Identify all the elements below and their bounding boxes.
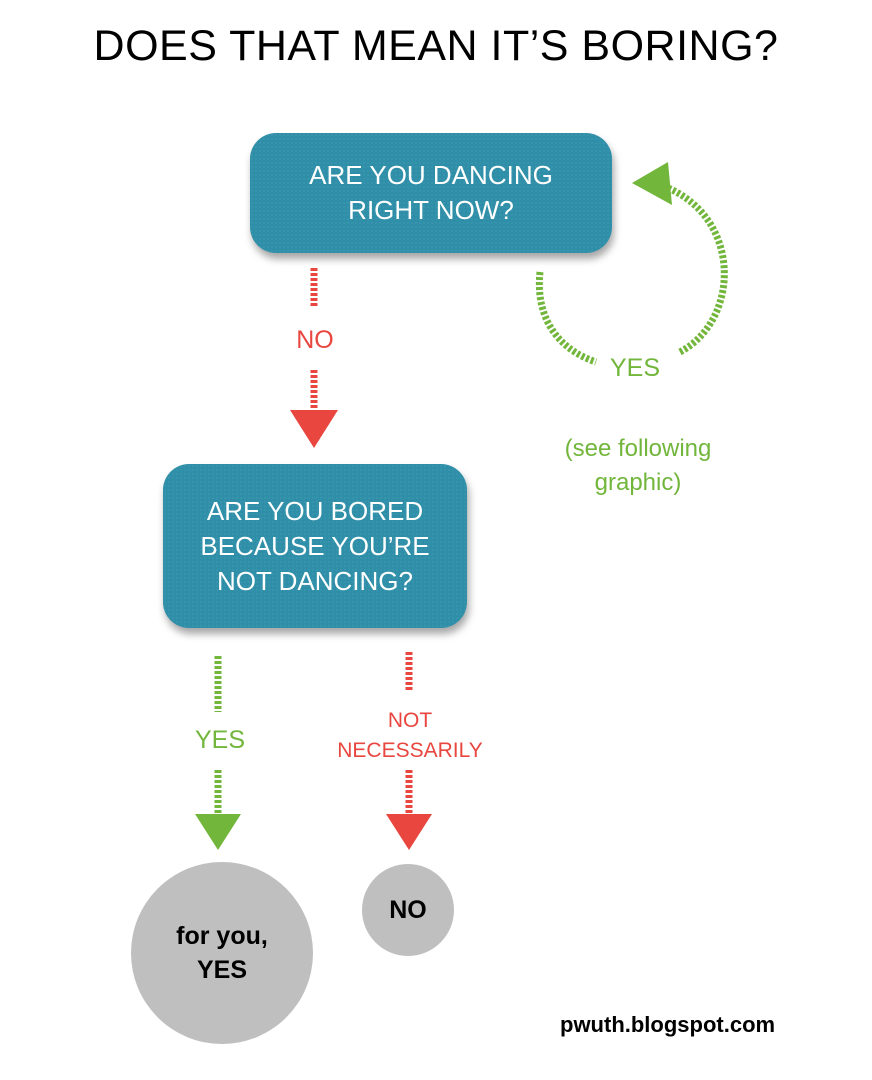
not-necessarily-arrow: [386, 652, 432, 850]
question-dancing-now-text: ARE YOU DANCING RIGHT NOW?: [309, 160, 553, 225]
edge-label-yes: YES: [194, 726, 246, 754]
end-node-no-text: NO: [389, 896, 427, 924]
question-bored-not-dancing: ARE YOU BORED BECAUSE YOU’RE NOT DANCING…: [163, 464, 467, 628]
edge-label-no: NO: [296, 326, 334, 354]
yes-loop-arrow: [535, 162, 728, 366]
end-node-yes: for you, YES: [131, 862, 313, 1044]
edge-label-not-necessarily: NOT NECESSARILY: [337, 709, 483, 762]
no-arrow-q1: [290, 268, 338, 448]
end-node-yes-text: for you, YES: [176, 922, 268, 984]
question-bored-text: ARE YOU BORED BECAUSE YOU’RE NOT DANCING…: [200, 495, 430, 596]
question-dancing-now: ARE YOU DANCING RIGHT NOW?: [250, 133, 612, 253]
edge-label-yes-loop: YES: [609, 354, 661, 382]
yes-arrow-q2: [195, 656, 241, 850]
end-node-no: NO: [362, 864, 454, 956]
credit-text: pwuth.blogspot.com: [560, 1012, 776, 1037]
page-title: DOES THAT MEAN IT’S BORING?: [93, 22, 779, 70]
edge-note-see-following: (see following graphic): [564, 435, 712, 496]
